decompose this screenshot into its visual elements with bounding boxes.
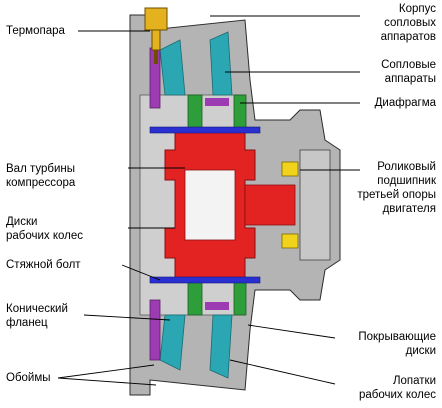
nozzle-vane-upper-2 xyxy=(209,31,233,96)
nozzle-vane-upper-1 xyxy=(159,39,186,96)
tie-bolt-upper xyxy=(149,126,261,134)
label-roller-bearing: Роликовый подшипник третьей опоры двигат… xyxy=(357,161,436,215)
shaft-cavity xyxy=(184,169,236,241)
roller-bearing-lower xyxy=(281,233,299,249)
leader-blades xyxy=(229,359,336,385)
label-turbine-shaft: Вал турбины компрессора xyxy=(6,163,76,189)
label-rotor-blades: Лопатки рабочих колес xyxy=(358,375,436,401)
label-wheel-disks: Диски рабочих колес xyxy=(6,216,84,242)
nozzle-vane-lower-1 xyxy=(159,314,186,371)
label-diaphragm: Диафрагма xyxy=(374,97,436,109)
leader-cover-disks xyxy=(247,324,336,339)
label-thermocouple: Термопара xyxy=(6,25,65,37)
label-conical-flange: Конический фланец xyxy=(6,303,68,329)
leader-retainers-1 xyxy=(57,364,155,379)
rotor-blade-lower-1 xyxy=(187,279,203,316)
thermocouple-device xyxy=(144,7,168,64)
label-cover-disks: Покрывающие диски xyxy=(358,331,436,357)
leader-flange xyxy=(83,314,171,321)
diaphragm-purple-lower xyxy=(205,302,229,310)
nozzle-vane-lower-2 xyxy=(209,314,233,379)
rotor-blade-lower-2 xyxy=(233,279,247,316)
roller-bearing-upper xyxy=(281,161,299,177)
turbine-shaft xyxy=(244,184,296,226)
diaphragm-purple-upper xyxy=(205,98,229,106)
rotor-blade-upper-2 xyxy=(233,94,247,131)
leader-retainers-2 xyxy=(57,377,157,386)
label-nozzle-housing: Корпус сопловых аппаратов xyxy=(380,3,436,43)
tie-bolt-lower xyxy=(149,276,261,284)
label-nozzle-vanes: Сопловые аппараты xyxy=(381,59,436,85)
rotor-blade-upper-1 xyxy=(187,94,203,131)
label-tie-bolt: Стяжной болт xyxy=(6,259,81,271)
leader-bolt xyxy=(121,264,161,281)
retainer-lower xyxy=(149,299,161,361)
bearing-housing xyxy=(299,149,331,261)
label-retainers: Обоймы xyxy=(6,372,51,384)
